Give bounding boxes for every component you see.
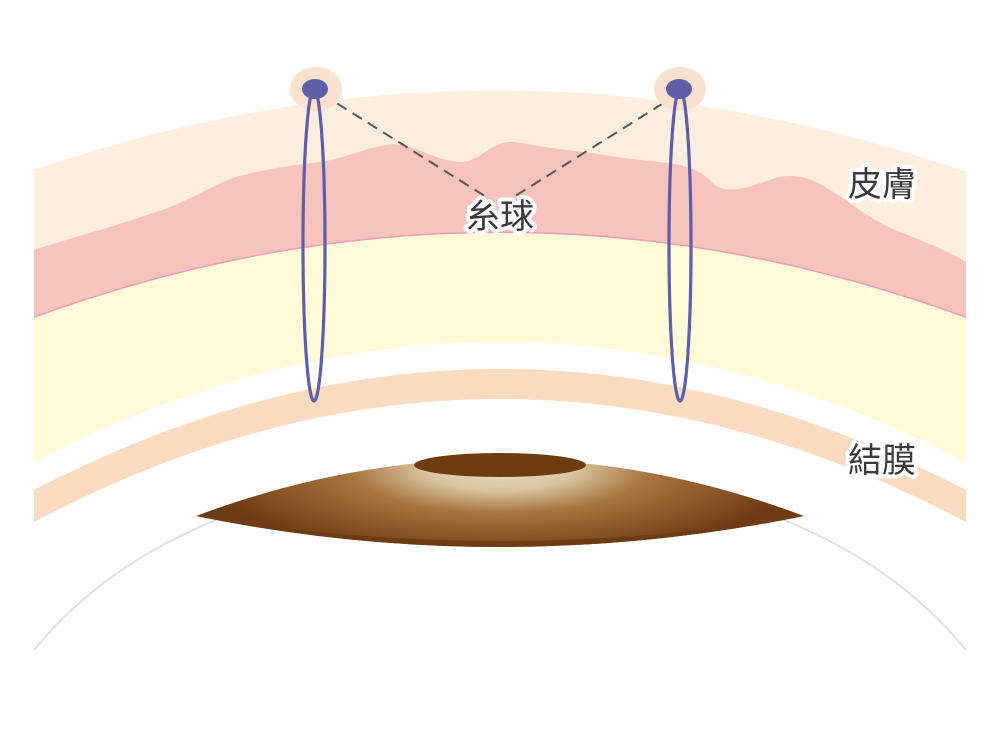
suture-knot-icon — [666, 79, 692, 99]
gap-layer — [34, 342, 966, 490]
tissue-layers — [34, 90, 966, 522]
suture-knot-icon — [302, 79, 328, 99]
right-suture — [654, 67, 706, 403]
pupil — [414, 453, 586, 477]
iris — [196, 459, 804, 547]
thread-ball-label: 糸球 — [466, 197, 534, 237]
skin-label: 皮膚 — [848, 165, 916, 205]
subcutaneous-layer — [34, 233, 966, 462]
left-suture — [290, 67, 342, 403]
dermis-layer — [34, 141, 966, 318]
conjunctiva-label: 結膜 — [848, 441, 916, 481]
iris-lower-rim — [196, 516, 804, 547]
thread-ball-leaders — [321, 93, 679, 199]
conjunctiva-layer — [34, 369, 966, 522]
